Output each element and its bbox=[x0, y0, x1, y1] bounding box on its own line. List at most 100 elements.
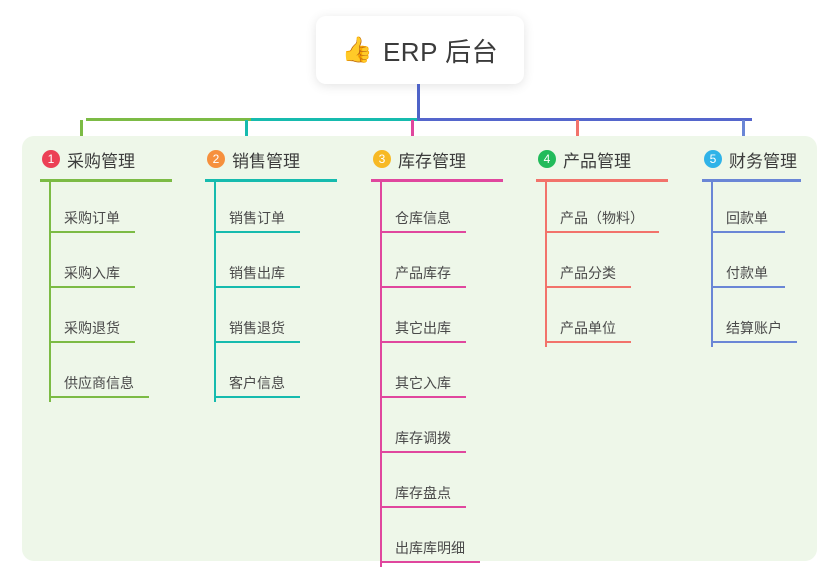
leaf-spine bbox=[711, 182, 713, 347]
leaf-underline bbox=[216, 396, 300, 398]
leaf-item[interactable]: 结算账户 bbox=[712, 292, 834, 347]
branch-title: 采购管理 bbox=[67, 151, 135, 171]
root-connector-line bbox=[417, 84, 420, 120]
leaf-list: 仓库信息产品库存其它出库其它入库库存调拨库存盘点出库库明细 bbox=[371, 182, 536, 567]
leaf-underline bbox=[547, 231, 659, 233]
branch-header-采购管理[interactable]: 1 采购管理 bbox=[40, 146, 205, 172]
leaf-spine bbox=[545, 182, 547, 347]
leaf-item[interactable]: 出库库明细 bbox=[381, 512, 536, 567]
branch-header-库存管理[interactable]: 3 库存管理 bbox=[371, 146, 536, 172]
branch-title: 库存管理 bbox=[398, 151, 466, 171]
leaf-item[interactable]: 采购退货 bbox=[50, 292, 205, 347]
leaf-underline bbox=[382, 231, 466, 233]
leaf-item-label: 客户信息 bbox=[229, 375, 285, 391]
leaf-underline bbox=[51, 341, 135, 343]
leaf-underline bbox=[547, 341, 631, 343]
branch-title: 产品管理 bbox=[563, 151, 631, 171]
leaf-underline bbox=[547, 286, 631, 288]
branch-number-badge: 1 bbox=[42, 150, 60, 168]
branch-underline bbox=[702, 179, 801, 182]
leaf-underline bbox=[216, 231, 300, 233]
leaf-underline bbox=[51, 231, 135, 233]
leaf-item-label: 产品分类 bbox=[560, 265, 616, 281]
leaf-item-label: 采购订单 bbox=[64, 210, 120, 226]
leaf-item-label: 其它出库 bbox=[395, 320, 451, 336]
leaf-item[interactable]: 客户信息 bbox=[215, 347, 370, 402]
leaf-item-label: 销售出库 bbox=[229, 265, 285, 281]
leaf-item[interactable]: 采购订单 bbox=[50, 182, 205, 237]
branch-number-badge: 3 bbox=[373, 150, 391, 168]
root-node-title: ERP 后台 bbox=[382, 36, 499, 67]
branch-number-badge: 2 bbox=[207, 150, 225, 168]
leaf-item-label: 库存调拨 bbox=[395, 430, 451, 446]
leaf-spine bbox=[49, 182, 51, 402]
root-node-card[interactable]: 👍 ERP 后台 bbox=[316, 16, 524, 84]
branch-column-3: 3 库存管理仓库信息产品库存其它出库其它入库库存调拨库存盘点出库库明细 bbox=[371, 146, 536, 567]
leaf-list: 销售订单销售出库销售退货客户信息 bbox=[205, 182, 370, 402]
leaf-item-label: 销售退货 bbox=[229, 320, 285, 336]
branch-number-badge: 4 bbox=[538, 150, 556, 168]
leaf-item-label: 采购退货 bbox=[64, 320, 120, 336]
leaf-item-label: 结算账户 bbox=[726, 320, 782, 336]
leaf-item[interactable]: 采购入库 bbox=[50, 237, 205, 292]
leaf-underline bbox=[713, 341, 797, 343]
leaf-item-label: 付款单 bbox=[726, 265, 768, 281]
branch-column-4: 4 产品管理产品（物料） 产品分类产品单位 bbox=[536, 146, 701, 347]
branch-column-1: 1 采购管理采购订单采购入库采购退货供应商信息 bbox=[40, 146, 205, 402]
leaf-item[interactable]: 仓库信息 bbox=[381, 182, 536, 237]
leaf-item[interactable]: 其它入库 bbox=[381, 347, 536, 402]
bus-segment-3 bbox=[417, 118, 752, 121]
leaf-item[interactable]: 产品（物料） bbox=[546, 182, 701, 237]
leaf-item-label: 产品单位 bbox=[560, 320, 616, 336]
branch-header-销售管理[interactable]: 2 销售管理 bbox=[205, 146, 370, 172]
leaf-spine bbox=[214, 182, 216, 402]
leaf-underline bbox=[382, 506, 466, 508]
leaf-item[interactable]: 销售退货 bbox=[215, 292, 370, 347]
branch-number-badge: 5 bbox=[704, 150, 722, 168]
leaf-item-label: 仓库信息 bbox=[395, 210, 451, 226]
branch-title: 财务管理 bbox=[729, 151, 797, 171]
leaf-item[interactable]: 其它出库 bbox=[381, 292, 536, 347]
leaf-list: 采购订单采购入库采购退货供应商信息 bbox=[40, 182, 205, 402]
leaf-item[interactable]: 库存调拨 bbox=[381, 402, 536, 457]
branch-underline bbox=[536, 179, 668, 182]
leaf-item[interactable]: 供应商信息 bbox=[50, 347, 205, 402]
leaf-underline bbox=[382, 286, 466, 288]
leaf-item-label: 库存盘点 bbox=[395, 485, 451, 501]
leaf-item[interactable]: 回款单 bbox=[712, 182, 834, 237]
leaf-underline bbox=[382, 396, 466, 398]
leaf-spine bbox=[380, 182, 382, 567]
leaf-item[interactable]: 产品单位 bbox=[546, 292, 701, 347]
leaf-underline bbox=[382, 451, 466, 453]
thumbs-up-icon: 👍 bbox=[341, 35, 373, 64]
branch-column-2: 2 销售管理销售订单销售出库销售退货客户信息 bbox=[205, 146, 370, 402]
leaf-underline bbox=[51, 286, 135, 288]
bus-segment-2 bbox=[251, 118, 418, 121]
leaf-item-label: 销售订单 bbox=[229, 210, 285, 226]
leaf-underline bbox=[713, 231, 785, 233]
branch-underline bbox=[371, 179, 503, 182]
leaf-underline bbox=[382, 341, 466, 343]
leaf-item[interactable]: 销售出库 bbox=[215, 237, 370, 292]
leaf-item-label: 出库库明细 bbox=[395, 540, 465, 556]
leaf-item[interactable]: 产品库存 bbox=[381, 237, 536, 292]
branch-title: 销售管理 bbox=[232, 151, 300, 171]
branch-header-产品管理[interactable]: 4 产品管理 bbox=[536, 146, 701, 172]
leaf-item-label: 产品（物料） bbox=[560, 210, 644, 226]
leaf-item-label: 产品库存 bbox=[395, 265, 451, 281]
bus-segment-1 bbox=[86, 118, 252, 121]
leaf-item[interactable]: 销售订单 bbox=[215, 182, 370, 237]
leaf-item-label: 采购入库 bbox=[64, 265, 120, 281]
leaf-underline bbox=[382, 561, 480, 563]
leaf-underline bbox=[216, 341, 300, 343]
branch-underline bbox=[40, 179, 172, 182]
branch-column-5: 5 财务管理回款单付款单结算账户 bbox=[702, 146, 834, 347]
leaf-item[interactable]: 付款单 bbox=[712, 237, 834, 292]
leaf-item[interactable]: 库存盘点 bbox=[381, 457, 536, 512]
leaf-item-label: 其它入库 bbox=[395, 375, 451, 391]
branch-header-财务管理[interactable]: 5 财务管理 bbox=[702, 146, 834, 172]
leaf-item[interactable]: 产品分类 bbox=[546, 237, 701, 292]
leaf-list: 产品（物料） 产品分类产品单位 bbox=[536, 182, 701, 347]
leaf-underline bbox=[51, 396, 149, 398]
